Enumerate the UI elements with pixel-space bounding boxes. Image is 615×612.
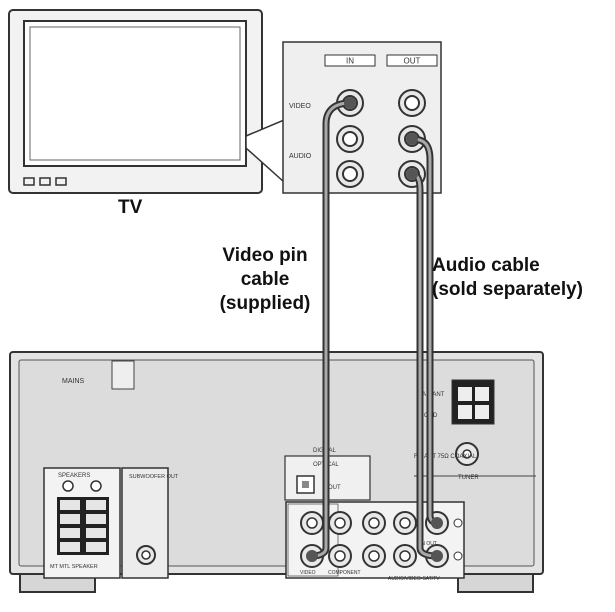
fm-ant-label: FM ANT 75Ω COAXIAL bbox=[414, 454, 477, 460]
video-label: VIDEO bbox=[300, 570, 316, 576]
in-out-label: IN OUT bbox=[420, 541, 437, 547]
video-cable-caption-line2: cable bbox=[240, 269, 290, 290]
tv-button-3 bbox=[55, 177, 67, 186]
audio-cable-caption-line2: (sold separately) bbox=[432, 279, 583, 300]
speaker-terminals: SPEAKERS MT MTL SPEAKER bbox=[43, 467, 121, 579]
tv-jack-audio-r-in bbox=[336, 160, 364, 188]
video-pin-cable bbox=[306, 97, 356, 562]
receiver-unit: MAINS AM ANT GND FM ANT 75Ω COAXIAL TUNE… bbox=[9, 351, 544, 593]
tv-jack-video-out bbox=[398, 89, 426, 117]
optical-out-label: OUT bbox=[328, 485, 341, 491]
av-tv-label: AUDIO/VIDEO-SAT/TV bbox=[388, 576, 440, 582]
tv-caption: TV bbox=[118, 197, 143, 218]
unit-foot-right bbox=[457, 573, 534, 593]
tv-back-panel: IN OUT VIDEO AUDIO bbox=[282, 41, 442, 194]
av-input-panel: VIDEO COMPONENT AUDIO/VIDEO-SAT/TV IN OU… bbox=[285, 501, 465, 582]
fm-antenna-jack bbox=[455, 442, 479, 466]
tv-button-1 bbox=[23, 177, 35, 186]
component-label: COMPONENT bbox=[328, 570, 361, 576]
video-cable-caption: Video pin cable (supplied) bbox=[205, 244, 325, 316]
video-cable-caption-line1: Video pin bbox=[222, 245, 308, 266]
tuner-label: TUNER bbox=[458, 475, 479, 481]
tv-video-label: VIDEO bbox=[289, 103, 311, 110]
subwoofer-out: SUBWOOFER OUT bbox=[121, 467, 179, 579]
audio-cable-caption: Audio cable (sold separately) bbox=[432, 254, 614, 302]
subwoofer-label: SUBWOOFER OUT bbox=[129, 474, 179, 480]
tv-set bbox=[8, 9, 263, 194]
speakers-label: SPEAKERS bbox=[58, 473, 90, 479]
mains-inlet bbox=[111, 360, 135, 390]
mains-label: MAINS bbox=[62, 378, 85, 385]
tv-out-label: OUT bbox=[404, 57, 421, 66]
audio-cable-caption-line1: Audio cable bbox=[432, 255, 540, 276]
tv-button-2 bbox=[39, 177, 51, 186]
speakers-sub-label: MT MTL SPEAKER bbox=[50, 564, 98, 570]
tv-jack-audio-l-in bbox=[336, 125, 364, 153]
audio-cable bbox=[406, 133, 443, 562]
tv-in-label: IN bbox=[346, 57, 354, 66]
video-cable-caption-line3: (supplied) bbox=[219, 293, 311, 314]
tv-audio-label: AUDIO bbox=[289, 153, 312, 160]
